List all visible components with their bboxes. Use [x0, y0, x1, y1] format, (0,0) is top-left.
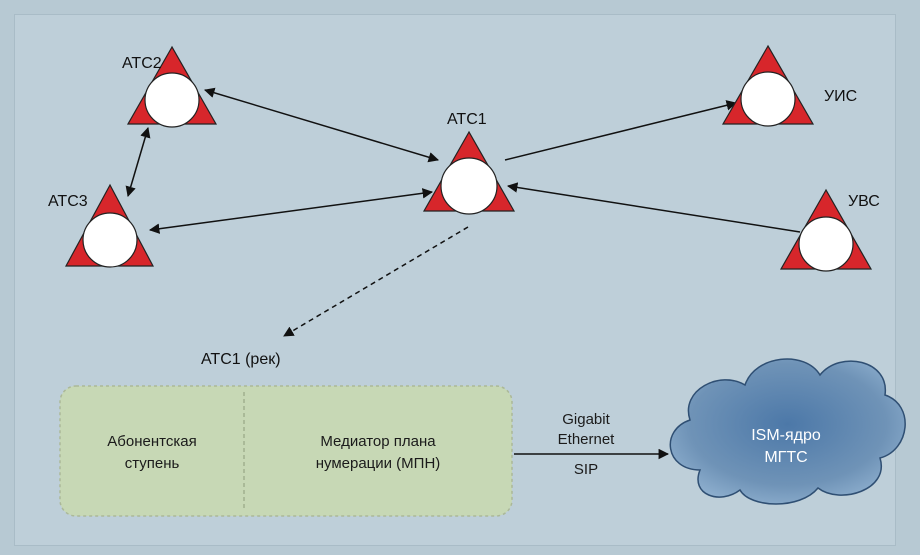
node-label-uvs: УВС [848, 193, 880, 210]
abonent-mediator-box: Абонентская ступень Медиатор плана нумер… [59, 385, 513, 517]
node-uvs: УВС [779, 188, 880, 272]
cloud-label-line1: ISM-ядро [751, 427, 821, 444]
node-label-ats3: АТС3 [48, 193, 88, 210]
link-ats1-uis [504, 100, 738, 161]
link-ats1-backup [283, 226, 469, 337]
link-ats2-ats3 [125, 126, 151, 198]
box-right-label-line2: нумерации (МПН) [316, 455, 441, 472]
link-ats3-ats1 [148, 188, 434, 234]
box-left-label-line2: ступень [125, 455, 180, 472]
link-ats2-ats1 [203, 87, 440, 163]
node-uis: УИС [721, 44, 857, 127]
node-ats3: АТС3 [48, 183, 154, 268]
node-label-uis: УИС [824, 88, 857, 105]
cloud-label-line2: МГТС [764, 449, 807, 466]
link-uvs-ats1 [506, 182, 801, 233]
link-label-line1: Gigabit [562, 411, 610, 428]
node-ats2: АТС2 [122, 45, 218, 128]
link-label-line2: Ethernet [558, 431, 616, 448]
ism-core-cloud: ISM-ядро МГТС [669, 358, 906, 505]
link-label-line3: SIP [574, 461, 598, 478]
node-ats1: АТС1 [422, 111, 516, 215]
box-right-label-line1: Медиатор плана [320, 433, 436, 450]
gigabit-link: Gigabit Ethernet SIP [514, 411, 670, 478]
box-left-label-line1: Абонентская [107, 433, 196, 450]
node-label-ats1: АТС1 [447, 111, 487, 128]
node-label-ats2: АТС2 [122, 55, 162, 72]
backup-node-label: АТС1 (рек) [201, 351, 281, 368]
